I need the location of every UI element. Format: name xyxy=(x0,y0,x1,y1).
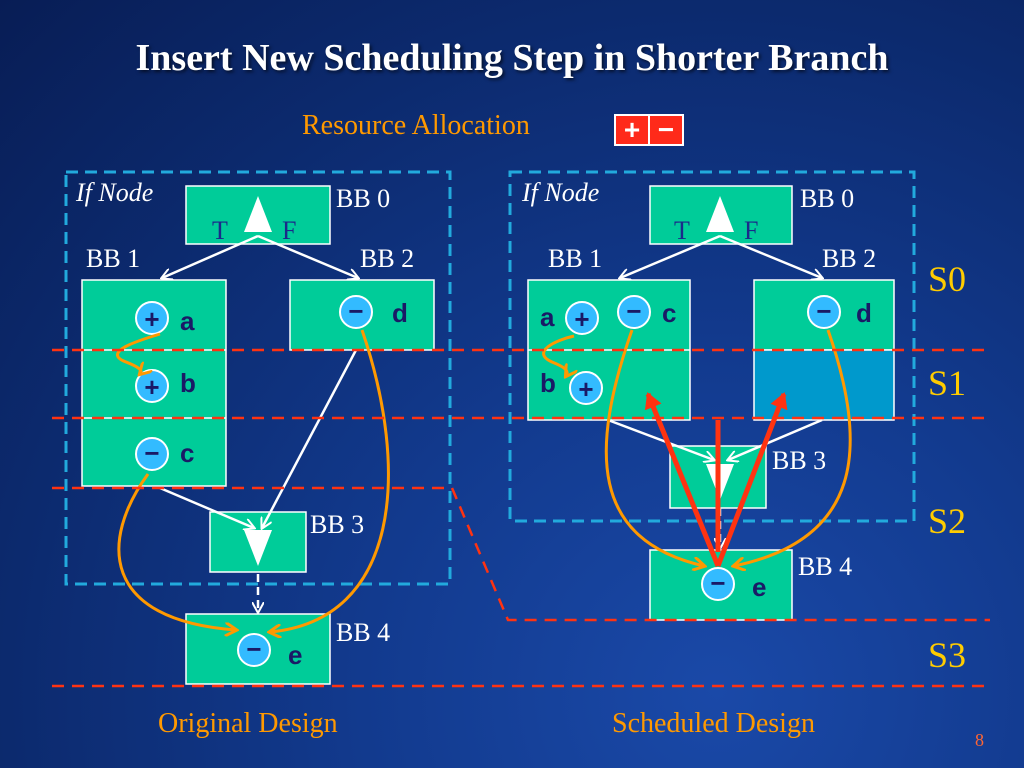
right-bb2-label: BB 2 xyxy=(822,244,877,273)
left-f-label: F xyxy=(282,216,296,245)
resource-allocation-legend: + − xyxy=(614,114,684,146)
left-op-d: − d xyxy=(339,295,408,329)
red-arrow-right xyxy=(715,392,788,567)
minus-icon: − xyxy=(710,568,725,598)
right-region-box xyxy=(508,170,916,523)
right-bb4-label: BB 4 xyxy=(798,552,853,581)
left-join-triangle xyxy=(244,530,272,566)
state-s0-label: S0 xyxy=(928,259,967,299)
op-b-label: b xyxy=(540,368,556,398)
red-arrow-left xyxy=(644,392,721,567)
state-s3-label: S3 xyxy=(928,635,967,675)
op-e-label: e xyxy=(752,572,766,602)
minus-icon: − xyxy=(816,296,831,326)
right-op-c: − c xyxy=(617,295,676,329)
right-bb0-label: BB 0 xyxy=(800,184,855,213)
left-branch-triangle xyxy=(244,196,272,232)
left-if-node-label: If Node xyxy=(76,178,154,207)
plus-icon: + xyxy=(578,374,593,404)
minus-icon: − xyxy=(246,634,261,664)
left-bb1-label: BB 1 xyxy=(86,244,141,273)
minus-icon: − xyxy=(348,296,363,326)
plus-icon: + xyxy=(574,304,589,334)
op-b-label: b xyxy=(180,368,196,398)
right-op-b: b + xyxy=(540,368,603,405)
left-op-c: − c xyxy=(135,437,194,471)
slide-title: Insert New Scheduling Step in Shorter Br… xyxy=(135,37,889,79)
op-e-label: e xyxy=(288,640,302,670)
state-s2-label: S2 xyxy=(928,501,967,541)
minus-icon: − xyxy=(144,438,159,468)
left-bb0-label: BB 0 xyxy=(336,184,391,213)
right-op-a: a + xyxy=(540,301,599,335)
right-op-d: − d xyxy=(807,295,872,329)
state-boundary-s2-s3 xyxy=(52,486,990,622)
right-t-label: T xyxy=(674,216,690,245)
right-inserted-step-block xyxy=(753,349,895,421)
op-c-label: c xyxy=(180,438,194,468)
page-number: 8 xyxy=(975,730,984,750)
right-branch-triangle xyxy=(706,196,734,232)
left-op-a: + a xyxy=(135,301,195,336)
left-bb3-label: BB 3 xyxy=(310,510,365,539)
op-c-label: c xyxy=(662,298,676,328)
left-bb2-label: BB 2 xyxy=(360,244,415,273)
left-caption: Original Design xyxy=(158,708,338,739)
op-a-label: a xyxy=(180,306,195,336)
left-t-label: T xyxy=(212,216,228,245)
left-op-e: − e xyxy=(237,633,302,670)
plus-resource-icon: + xyxy=(616,116,648,144)
right-f-label: F xyxy=(744,216,758,245)
right-op-e: − e xyxy=(701,567,766,602)
minus-resource-icon: − xyxy=(648,116,682,144)
left-bb4-label: BB 4 xyxy=(336,618,391,647)
right-bb1-label: BB 1 xyxy=(548,244,603,273)
resource-allocation-label: Resource Allocation xyxy=(302,110,530,141)
left-region-box xyxy=(64,170,452,586)
op-d-label: d xyxy=(856,298,872,328)
op-d-label: d xyxy=(392,298,408,328)
right-caption: Scheduled Design xyxy=(612,708,815,739)
state-s1-label: S1 xyxy=(928,363,967,403)
right-if-node-label: If Node xyxy=(522,178,600,207)
plus-icon: + xyxy=(144,372,159,402)
plus-icon: + xyxy=(144,304,159,334)
op-a-label: a xyxy=(540,302,555,332)
minus-icon: − xyxy=(626,296,641,326)
left-op-b: + b xyxy=(135,368,196,403)
right-bb3-label: BB 3 xyxy=(772,446,827,475)
